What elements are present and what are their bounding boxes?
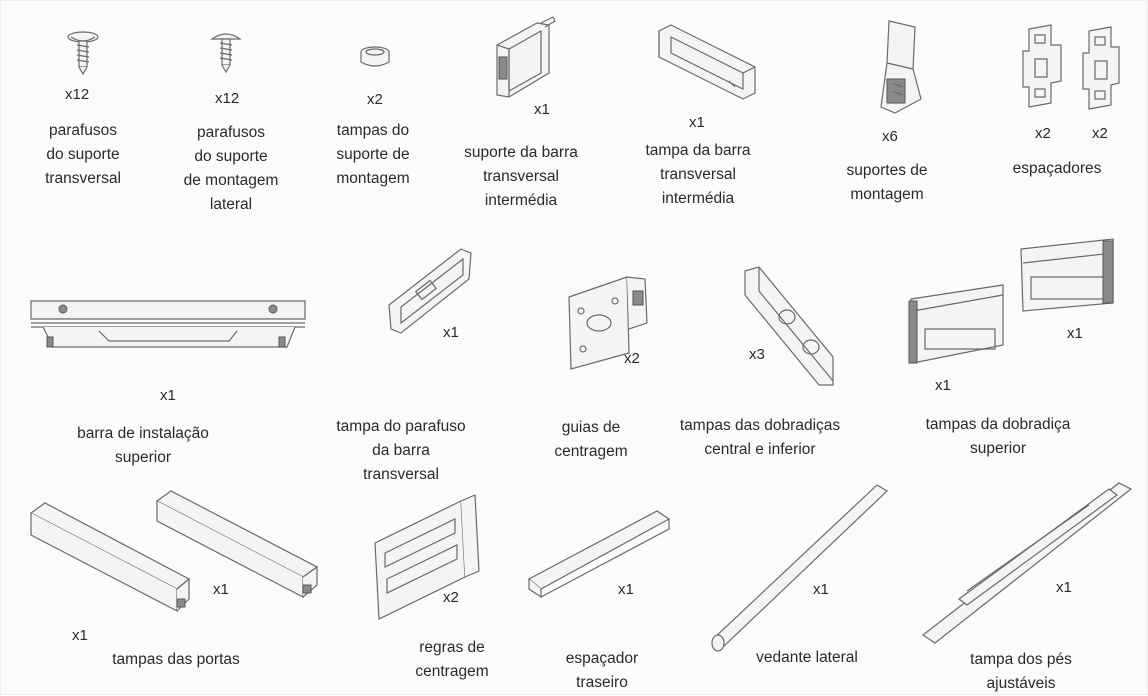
part-label: parafusos do suporte de montagem lateral xyxy=(183,124,279,213)
part-quantity: x1 xyxy=(813,581,829,598)
part-quantity: x1 xyxy=(534,101,550,118)
hinge-cover-icon xyxy=(739,265,837,387)
cover-icon xyxy=(651,21,761,111)
part-quantity: x12 xyxy=(65,86,90,103)
part-quantity: x1 xyxy=(213,581,229,598)
cap-icon xyxy=(358,45,392,71)
part-quantity: x2 xyxy=(1035,125,1051,142)
part-quantity: x3 xyxy=(749,346,765,363)
part-quantity: x1 xyxy=(443,324,459,341)
part-label: tampa da barra transversal intermédia xyxy=(645,142,751,207)
part-quantity: x2 xyxy=(1092,125,1108,142)
part-quantity: x1 xyxy=(1056,579,1072,596)
part-label: espaçador traseiro xyxy=(565,650,639,691)
part-quantity: x2 xyxy=(367,91,383,108)
part-quantity: x1 xyxy=(1067,325,1083,342)
part-label: suporte da barra transversal intermédia xyxy=(464,144,578,209)
part-label: tampa dos pés ajustáveis xyxy=(970,651,1072,692)
part-quantity: x6 xyxy=(882,128,898,145)
top-hinge-cover-icon xyxy=(1017,237,1117,313)
part-label: espaçadores xyxy=(1012,160,1102,177)
part-quantity: x12 xyxy=(215,90,240,107)
centering-rule-icon xyxy=(367,491,493,621)
foot-cover-icon xyxy=(919,479,1135,647)
side-seal-icon xyxy=(707,479,891,655)
part-quantity: x1 xyxy=(689,114,705,131)
top-hinge-cover-icon xyxy=(905,281,1011,371)
spacer-plate-icon xyxy=(1021,23,1067,107)
part-label: barra de instalação superior xyxy=(77,425,209,466)
part-label: tampa do parafuso da barra transversal xyxy=(336,418,466,483)
part-quantity: x2 xyxy=(443,589,459,606)
spacer-plate-icon xyxy=(1081,25,1125,109)
part-label: tampas das portas xyxy=(112,651,240,668)
screw-cover-icon xyxy=(379,245,479,341)
part-label: tampas do suporte de montagem xyxy=(336,122,410,187)
bracket-icon xyxy=(489,15,561,105)
part-quantity: x1 xyxy=(935,377,951,394)
part-label: tampas da dobradiça superior xyxy=(925,416,1071,457)
part-label: parafusos do suporte transversal xyxy=(45,122,121,187)
screw-icon xyxy=(63,29,103,75)
rear-spacer-icon xyxy=(523,507,671,599)
part-quantity: x1 xyxy=(160,387,176,404)
part-quantity: x1 xyxy=(618,581,634,598)
door-cover-icon xyxy=(151,489,319,597)
part-label: regras de centragem xyxy=(415,639,489,680)
centering-guide-icon xyxy=(563,273,669,373)
door-cover-icon xyxy=(27,499,191,609)
mount-bracket-icon xyxy=(873,17,927,117)
part-label: tampas das dobradiças central e inferior xyxy=(679,417,841,458)
part-label: suportes de montagem xyxy=(846,162,928,203)
top-bar-icon xyxy=(29,297,307,355)
part-label: guias de centragem xyxy=(554,419,628,460)
part-quantity: x2 xyxy=(624,350,640,367)
part-quantity: x1 xyxy=(72,627,88,644)
screw-icon xyxy=(208,29,244,73)
part-label: vedante lateral xyxy=(756,649,858,666)
